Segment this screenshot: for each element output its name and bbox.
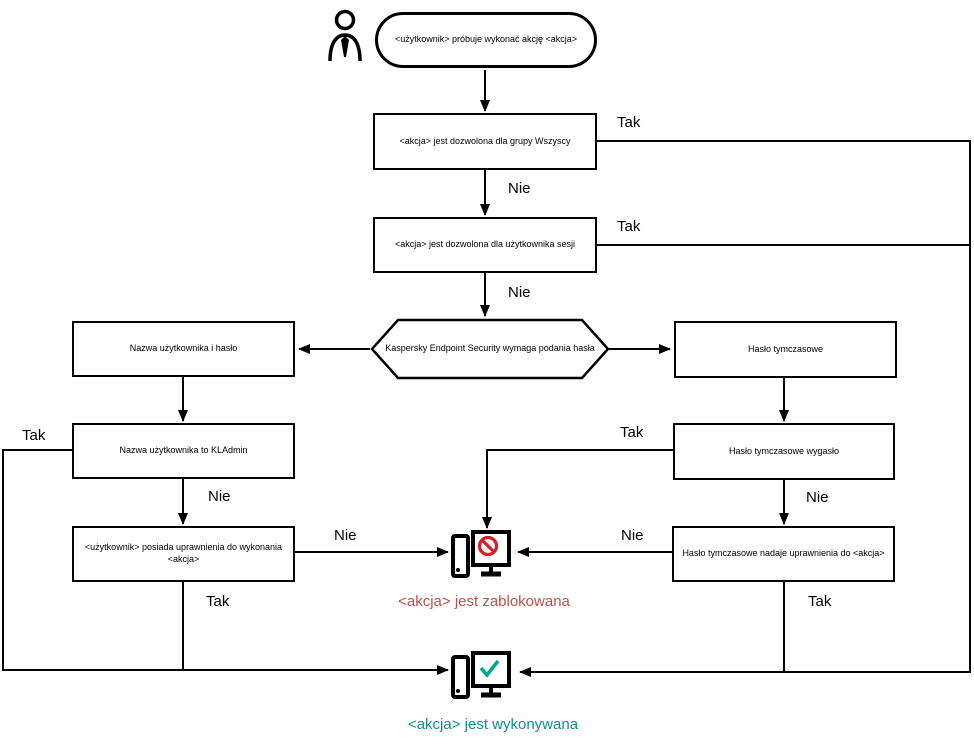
edge-label-nie: Nie — [508, 180, 531, 197]
user-icon — [328, 9, 362, 62]
edge-label-tak: Tak — [22, 427, 46, 444]
decision-hexagon — [370, 318, 610, 380]
edge-label-tak: Tak — [620, 424, 644, 441]
blocked-computer-icon — [451, 530, 511, 578]
edge-label-nie: Nie — [208, 488, 231, 505]
node-kladmin: Nazwa użytkownika to KLAdmin — [72, 423, 295, 479]
edge-label-nie: Nie — [334, 527, 357, 544]
edge-label-tak: Tak — [617, 218, 641, 235]
node-temp-password: Hasło tymczasowe — [674, 321, 897, 378]
node-temp-grants: Hasło tymczasowe nadaje uprawnienia do <… — [672, 526, 895, 582]
prohibition-icon — [477, 535, 499, 557]
node-allowed-everyone: <akcja> jest dozwolona dla grupy Wszyscy — [373, 113, 597, 170]
edge-label-tak: Tak — [206, 593, 230, 610]
node-credentials: Nazwa użytkownika i hasło — [72, 321, 295, 377]
node-password-required: Kaspersky Endpoint Security wymaga podan… — [385, 343, 595, 354]
executed-computer-icon — [451, 651, 511, 699]
node-temp-expired: Hasło tymczasowe wygasło — [673, 423, 895, 480]
node-start: <użytkownik> próbuje wykonać akcję <akcj… — [375, 12, 597, 68]
node-allowed-session: <akcja> jest dozwolona dla użytkownika s… — [373, 217, 597, 273]
edge-label-nie: Nie — [508, 284, 531, 301]
edge-label-nie: Nie — [621, 527, 644, 544]
node-user-perms: <użytkownik> posiada uprawnienia do wyko… — [72, 526, 295, 582]
blocked-caption: <akcja> jest zablokowana — [398, 593, 570, 610]
executed-caption: <akcja> jest wykonywana — [407, 716, 579, 733]
edge-label-tak: Tak — [617, 114, 641, 131]
edge-label-nie: Nie — [806, 489, 829, 506]
edge-label-tak: Tak — [808, 593, 832, 610]
checkmark-icon — [479, 659, 500, 678]
